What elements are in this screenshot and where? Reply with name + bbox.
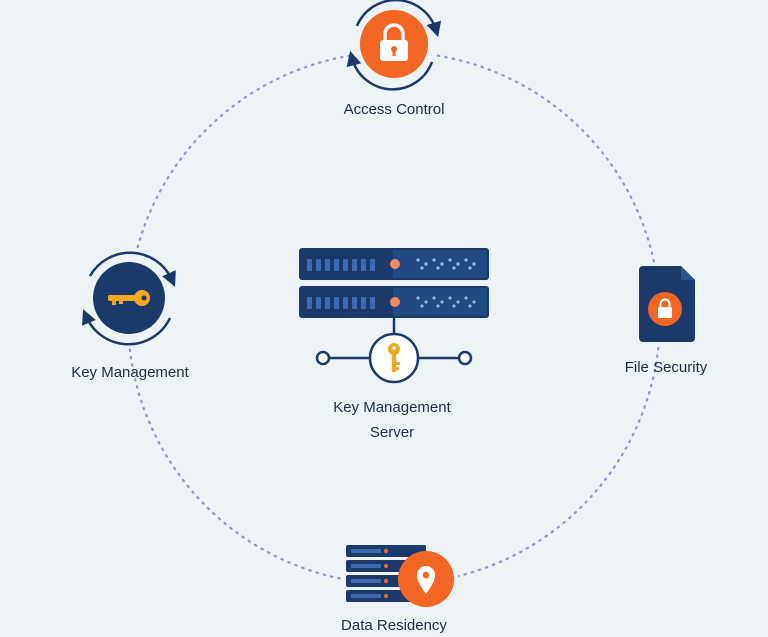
access-control-label: Access Control <box>343 101 445 118</box>
server-label-line2: Server <box>369 424 415 441</box>
access-control-node[interactable] <box>346 0 442 91</box>
connector-node <box>457 350 473 366</box>
file-security-node[interactable] <box>630 264 702 344</box>
location-pin-icon <box>417 566 435 594</box>
cycle-arrow-icon <box>355 0 442 38</box>
data-residency-node[interactable] <box>342 542 458 612</box>
file-security-label: File Security <box>624 359 708 376</box>
key-icon <box>108 290 150 306</box>
lock-icon <box>658 298 672 318</box>
cycle-arrow-icon <box>81 309 172 346</box>
key-management-node[interactable] <box>81 250 177 346</box>
cycle-arrow-icon <box>88 251 176 287</box>
data-residency-label: Data Residency <box>341 617 447 634</box>
cycle-arrow-icon <box>346 50 434 91</box>
connector-node <box>315 350 331 366</box>
key-management-label: Key Management <box>71 364 189 381</box>
key-management-server[interactable] <box>299 248 489 384</box>
key-management-server-label: Key Management Server <box>292 395 492 445</box>
server-label-line1: Key Management <box>333 399 451 416</box>
lock-icon <box>380 23 408 61</box>
server-rack-icon <box>299 248 489 318</box>
key-icon <box>388 343 400 372</box>
